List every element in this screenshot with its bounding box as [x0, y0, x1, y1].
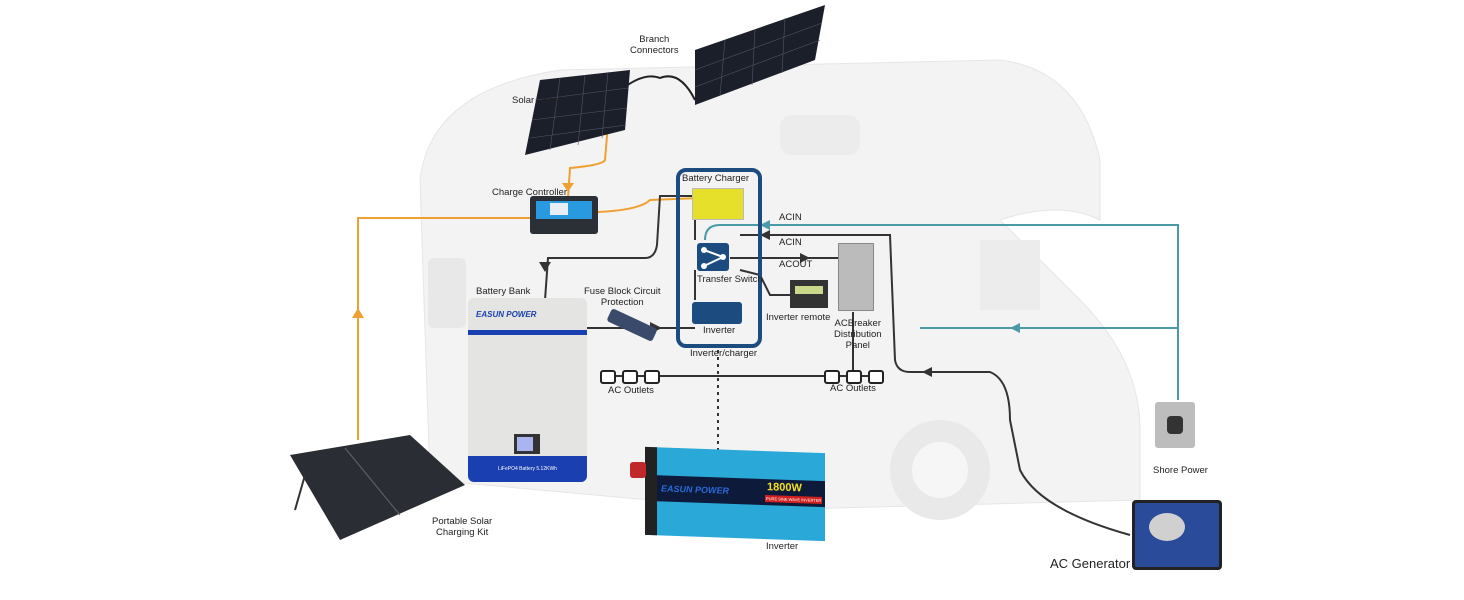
breaker-panel	[838, 243, 874, 311]
ac-outlets-left	[600, 370, 660, 384]
arrow-icon	[922, 367, 932, 377]
portable-solar-kit	[290, 435, 465, 540]
battery-charger-device	[692, 188, 744, 220]
battery-brand-logo: EASUN POWER	[476, 310, 537, 319]
remote-wire	[739, 269, 790, 296]
solar-panel-left	[525, 70, 630, 155]
label-inverter-product: Inverter	[766, 541, 799, 552]
label-battery-charger: Battery Charger	[682, 173, 750, 184]
cc-to-charger-wire	[597, 197, 701, 213]
label-acin-generator: ACIN	[779, 237, 802, 248]
label-inverter-charger: Inverter/charger	[690, 348, 758, 359]
arrow-icon	[760, 230, 770, 240]
shore-power-box	[1155, 402, 1195, 448]
solar-panel-right	[694, 5, 825, 105]
inverter-module	[692, 302, 742, 324]
battery-model-text: LiFePO4 Battery 5.12KWh	[468, 456, 587, 482]
charge-controller	[530, 196, 598, 234]
inverter-terminal	[630, 462, 646, 478]
label-transfer-switch: Transfer Switch	[697, 274, 763, 285]
arrow-icon	[539, 262, 551, 272]
acin-shore-wire	[704, 224, 1179, 400]
charger-to-battery-wire	[544, 195, 695, 301]
label-charge-controller: Charge Controller	[492, 187, 567, 198]
battery-display	[514, 434, 540, 454]
label-ac-generator: AC Generator	[1050, 556, 1131, 571]
label-acout: ACOUT	[779, 259, 813, 270]
inverter-wattage: 1800W	[767, 481, 802, 495]
inverter-charger-frame	[676, 168, 762, 348]
label-solar-panel: Solar Panel	[512, 95, 562, 106]
label-inverter-module: Inverter	[703, 325, 736, 336]
transfer-switch-icon	[697, 243, 729, 271]
label-ac-outlets-left: AC Outlets	[608, 385, 654, 396]
arrow-icon	[760, 220, 770, 230]
label-ac-outlets-right: AC Outlets	[830, 383, 876, 394]
label-shore-power: Shore Power	[1153, 465, 1208, 476]
ac-outlets-right	[824, 370, 884, 384]
arrow-icon	[562, 183, 574, 192]
ac-generator	[1132, 500, 1222, 570]
inverter-product: EASUN POWER 1800W PURE SINE WAVE INVERTE…	[645, 446, 825, 542]
arrow-icon	[1010, 323, 1020, 333]
arrow-icon	[352, 308, 364, 318]
label-inverter-remote: Inverter remote	[766, 312, 831, 323]
label-battery-bank: Battery Bank	[476, 286, 531, 297]
solar-wire-portable	[357, 217, 530, 440]
inverter-remote	[790, 280, 828, 308]
solar-wire-top	[567, 99, 611, 199]
acin-generator-wire	[740, 234, 1131, 536]
battery-bank: EASUN POWER LiFePO4 Battery 5.12KWh	[468, 298, 587, 482]
arrow-icon	[800, 253, 810, 263]
label-acin-shore: ACIN	[779, 212, 802, 223]
